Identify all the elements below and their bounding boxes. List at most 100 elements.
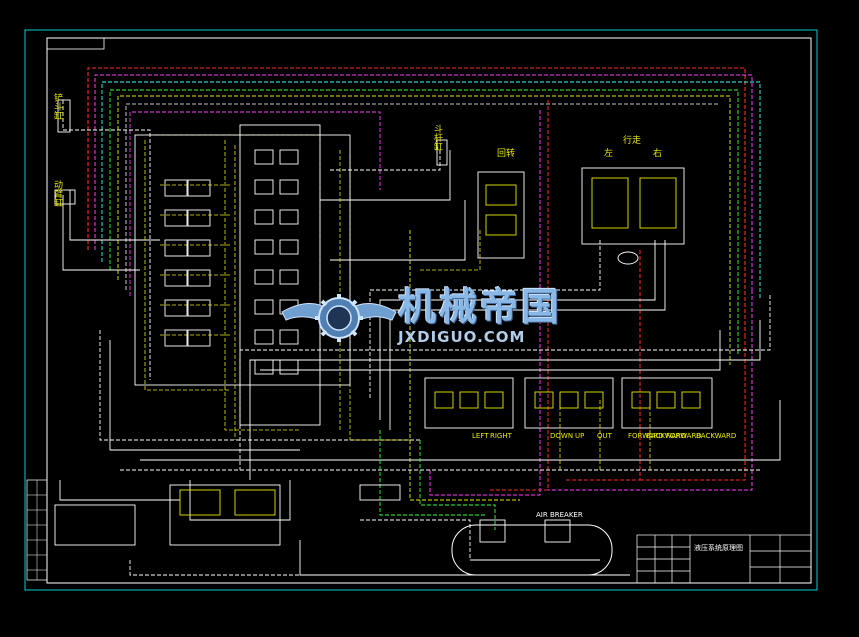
travel-motor-box xyxy=(581,167,685,245)
pilot-valve-element-2 xyxy=(459,391,479,409)
travel-motor-left xyxy=(591,177,629,229)
working-line-6 xyxy=(330,200,466,261)
label-backward-2: BACKWARD xyxy=(696,432,737,440)
label-down: DOWN xyxy=(550,432,574,440)
label-forward-2: FORWARD xyxy=(666,432,702,440)
label-sheet-title: 液压系统原理图 xyxy=(694,544,743,552)
main-valve-section-3b xyxy=(279,209,299,225)
working-line-4 xyxy=(330,150,441,171)
main-pump-2 xyxy=(234,489,276,516)
working-line-3 xyxy=(69,190,160,241)
center-rotary-joint xyxy=(617,251,639,265)
control-valve-spool-1b xyxy=(187,179,211,197)
pilot-valve-box-2 xyxy=(524,377,614,429)
working-line-5 xyxy=(320,150,451,201)
pilot-line-white xyxy=(125,103,720,290)
main-valve-section-2a xyxy=(254,179,274,195)
pilot-valve-box-3 xyxy=(621,377,713,429)
pilot-line-magenta-4 xyxy=(548,290,753,491)
pilot-pump-unit xyxy=(54,504,136,546)
main-valve-section-5a xyxy=(254,269,274,285)
accumulator-unit xyxy=(359,484,401,501)
control-valve-spool-3a xyxy=(164,239,188,257)
main-valve-section-4a xyxy=(254,239,274,255)
main-valve-section-8a xyxy=(254,359,274,375)
bucket-rod-cylinder xyxy=(436,139,448,166)
swing-motor-box xyxy=(477,171,525,259)
main-valve-section-7b xyxy=(279,329,299,345)
main-valve-section-6a xyxy=(254,299,274,315)
pilot-line-yellow xyxy=(117,95,731,365)
pilot-yellow-3 xyxy=(224,140,300,431)
pilot-valve-element-5 xyxy=(559,391,579,409)
working-line-12 xyxy=(260,330,721,371)
label-backward-1: BACKWARD xyxy=(646,432,687,440)
working-line-14 xyxy=(109,340,300,451)
drain-line-green-2 xyxy=(379,430,485,516)
boom-cylinder xyxy=(54,189,76,205)
main-control-valve-body xyxy=(239,124,321,426)
pilot-line-red xyxy=(87,67,746,335)
main-valve-section-1a xyxy=(254,149,274,165)
working-line-22 xyxy=(129,560,300,576)
pilot-line-magenta xyxy=(94,74,753,290)
working-line-19 xyxy=(360,519,471,560)
main-pump-group xyxy=(169,484,281,546)
main-valve-section-3a xyxy=(254,209,274,225)
label-travel: 行走 xyxy=(623,136,642,146)
label-bucket-rod-cylinder: 斗杆缸 xyxy=(432,124,442,151)
hydraulic-tank xyxy=(451,524,613,576)
bucket-cylinder xyxy=(57,99,71,133)
main-valve-section-2b xyxy=(279,179,299,195)
label-left-travel: LEFT xyxy=(472,432,489,440)
pilot-valve-box-1 xyxy=(424,377,514,429)
label-swing: 回转 xyxy=(497,149,516,159)
control-valve-spool-5b xyxy=(187,299,211,317)
working-line-1 xyxy=(62,100,151,380)
control-valve-spool-4a xyxy=(164,269,188,287)
label-forward-1: FORWARD xyxy=(628,432,664,440)
watermark-title: 机械帝国 xyxy=(398,285,563,329)
working-line-11 xyxy=(249,320,761,480)
pilot-valve-element-8 xyxy=(656,391,676,409)
main-valve-section-5b xyxy=(279,269,299,285)
control-valve-spool-1a xyxy=(164,179,188,197)
control-valve-spool-3b xyxy=(187,239,211,257)
pilot-line-red-4 xyxy=(640,335,746,481)
pilot-valve-element-9 xyxy=(681,391,701,409)
pilot-valve-element-7 xyxy=(631,391,651,409)
control-valve-spool-2b xyxy=(187,209,211,227)
control-valve-spool-5a xyxy=(164,299,188,317)
pilot-yellow-6 xyxy=(349,155,410,441)
pilot-valve-element-1 xyxy=(434,391,454,409)
pilot-yellow-13 xyxy=(420,230,481,271)
working-line-18 xyxy=(189,480,291,521)
swing-motor-brake xyxy=(485,214,517,236)
main-valve-section-7a xyxy=(254,329,274,345)
drain-line-green-1 xyxy=(419,440,496,530)
main-valve-section-1b xyxy=(279,149,299,165)
swing-motor-valve xyxy=(485,184,517,206)
gear-wings-logo-icon xyxy=(281,294,397,342)
travel-motor-right xyxy=(639,177,677,229)
label-right-travel: RIGHT xyxy=(490,432,512,440)
working-line-13 xyxy=(99,330,420,441)
watermark-url: JXDIGUO.COM xyxy=(398,328,526,346)
control-valve-spool-6b xyxy=(187,329,211,347)
label-air-breaker: AIR BREAKER xyxy=(536,511,583,519)
main-valve-section-8b xyxy=(279,359,299,375)
pilot-line-yellow-2 xyxy=(409,230,520,501)
valve-block-outline xyxy=(134,134,351,386)
label-left: 左 xyxy=(604,149,614,159)
label-up: UP xyxy=(575,432,585,440)
breaker-valve xyxy=(544,519,571,543)
working-line-2 xyxy=(62,195,140,271)
pilot-line-magenta-3 xyxy=(429,110,541,496)
pilot-valve-element-3 xyxy=(484,391,504,409)
pilot-line-cyan xyxy=(101,81,761,300)
pilot-yellow-1 xyxy=(144,140,230,391)
title-block xyxy=(636,534,812,584)
pilot-valve-element-4 xyxy=(534,391,554,409)
control-valve-spool-6a xyxy=(164,329,188,347)
